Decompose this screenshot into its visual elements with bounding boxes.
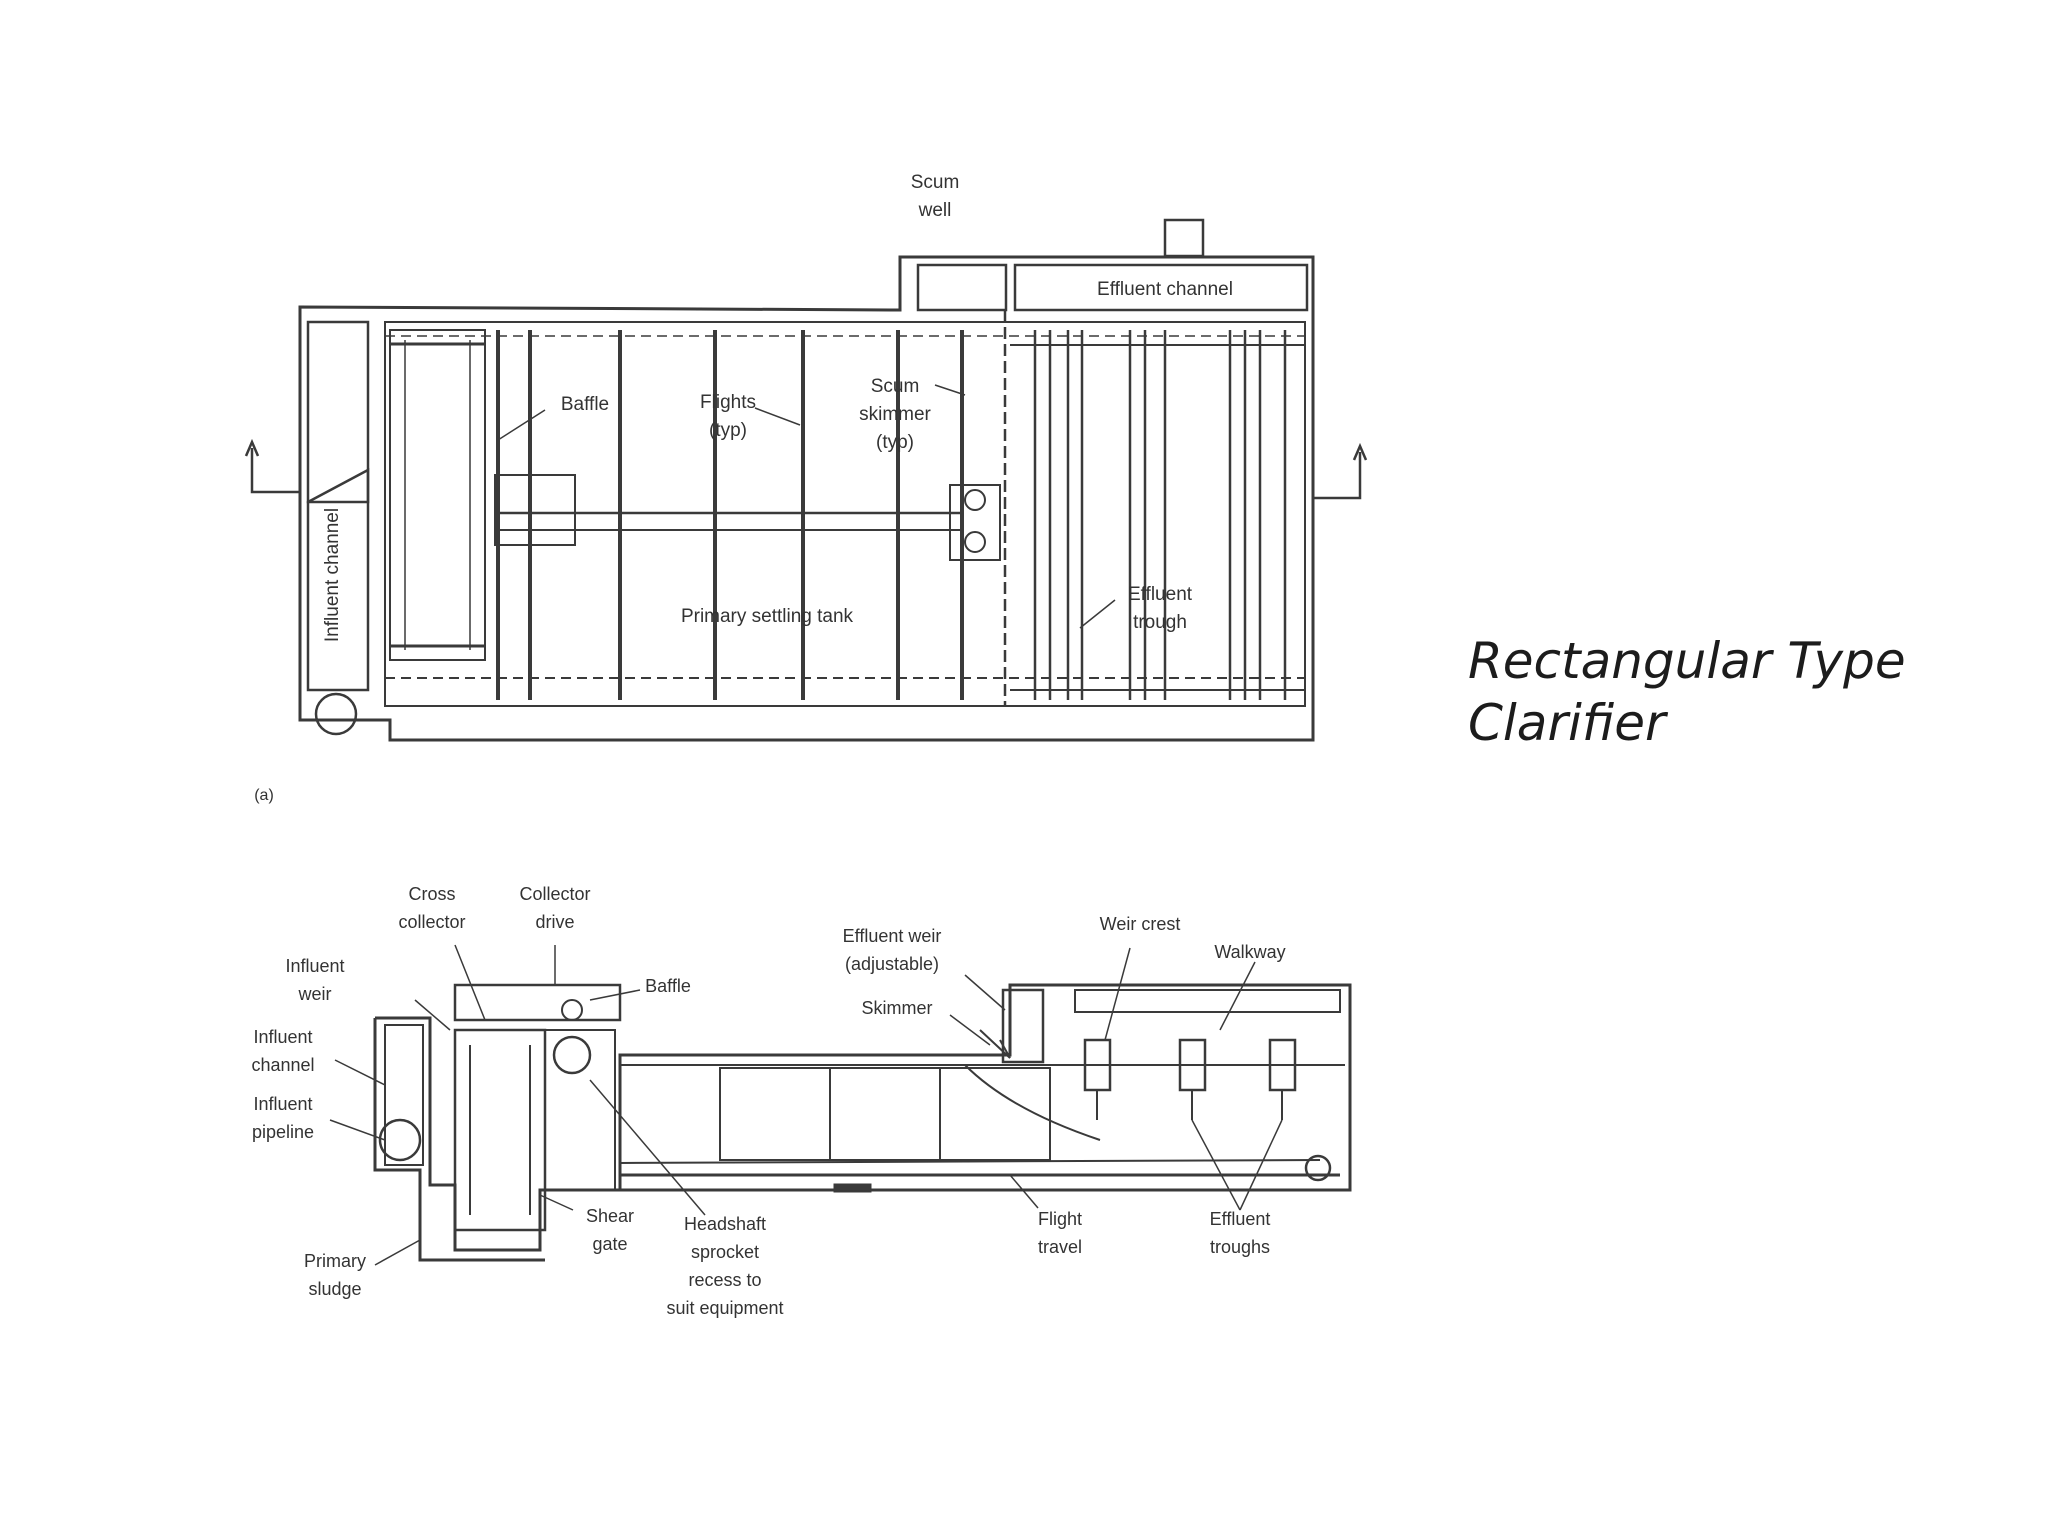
label-skimmer: Skimmer [862, 998, 933, 1018]
panel-label-a: (a) [254, 787, 274, 804]
label-flight-travel-1: Flight [1038, 1209, 1082, 1229]
label-scum-skimmer-2: skimmer [859, 404, 931, 425]
label-headshaft-1: Headshaft [684, 1214, 766, 1234]
label-influent-pipeline-1: Influent [253, 1094, 312, 1114]
label-influent-weir-1: Influent [285, 956, 344, 976]
label-baffle-plan: Baffle [561, 394, 609, 415]
scum-well-box [916, 263, 1008, 312]
label-scum-well-2: well [918, 200, 952, 221]
slide-title-line-2: Clarifier [1468, 694, 1666, 752]
label-effluent-weir-2: (adjustable) [845, 954, 939, 974]
slide-title: Rectangular Type Clarifier [1468, 630, 1906, 754]
scum-skimmer-box [949, 484, 1001, 561]
label-primary-settling-tank: Primary settling tank [681, 606, 854, 627]
label-flights-1: Flights [700, 392, 756, 413]
influent-channel-box [306, 320, 370, 504]
label-influent-channel-2: channel [251, 1055, 314, 1075]
cross-collector-plan [389, 329, 486, 661]
influent-channel-section [384, 1024, 424, 1166]
label-primary-sludge-2: sludge [308, 1279, 361, 1299]
label-influent-weir-2: weir [297, 984, 331, 1004]
label-primary-sludge-1: Primary [304, 1251, 366, 1271]
outflow-arrow [1313, 452, 1362, 500]
label-shear-gate-1: Shear [586, 1206, 634, 1226]
inflow-arrow [250, 448, 300, 494]
plan-inner-tank [384, 321, 1306, 707]
slide-title-line-1: Rectangular Type [1468, 632, 1906, 690]
label-flights-2: (typ) [709, 420, 747, 441]
label-scum-skimmer-1: Scum [871, 376, 920, 397]
label-scum-well-1: Scum [911, 172, 960, 193]
label-influent-pipeline-2: pipeline [252, 1122, 314, 1142]
label-headshaft-4: suit equipment [666, 1298, 783, 1318]
label-headshaft-2: sprocket [691, 1242, 759, 1262]
label-effluent-weir-1: Effluent weir [843, 926, 942, 946]
label-effluent-troughs-2: troughs [1210, 1237, 1270, 1257]
label-weir-crest: Weir crest [1100, 914, 1181, 934]
label-cross-collector-2: collector [398, 912, 465, 932]
effluent-weir-box [1001, 988, 1045, 1064]
plan-outer-wall [298, 255, 1315, 742]
label-headshaft-3: recess to [688, 1270, 761, 1290]
collector-drive-housing [453, 983, 622, 1022]
label-effluent-trough-1: Effluent [1128, 584, 1193, 605]
influent-pipe-circle [314, 692, 358, 736]
label-collector-drive-2: drive [535, 912, 574, 932]
label-collector-drive-1: Collector [519, 884, 590, 904]
label-walkway: Walkway [1214, 942, 1285, 962]
effluent-troughs-plan [1033, 330, 1287, 700]
section-outline [375, 983, 1352, 1252]
effluent-outlet [1163, 218, 1205, 258]
label-flight-travel-2: travel [1038, 1237, 1082, 1257]
label-baffle-section: Baffle [645, 976, 691, 996]
label-influent-channel-1: Influent [253, 1027, 312, 1047]
effluent-channel-box [1013, 263, 1309, 312]
label-influent-channel: Influent channel [322, 508, 343, 642]
label-effluent-channel: Effluent channel [1097, 279, 1233, 300]
label-effluent-troughs-1: Effluent [1210, 1209, 1271, 1229]
label-scum-skimmer-3: (typ) [876, 432, 914, 453]
cross-collector-section [453, 1028, 547, 1232]
label-shear-gate-2: gate [592, 1234, 627, 1254]
label-cross-collector-1: Cross [408, 884, 455, 904]
flights-plan [528, 330, 964, 700]
label-effluent-trough-2: trough [1133, 612, 1187, 633]
drive-box-plan [494, 474, 576, 546]
walkway [1074, 989, 1341, 1013]
headshaft-sprocket [552, 1035, 592, 1075]
skimmer-curve [964, 1064, 1101, 1141]
